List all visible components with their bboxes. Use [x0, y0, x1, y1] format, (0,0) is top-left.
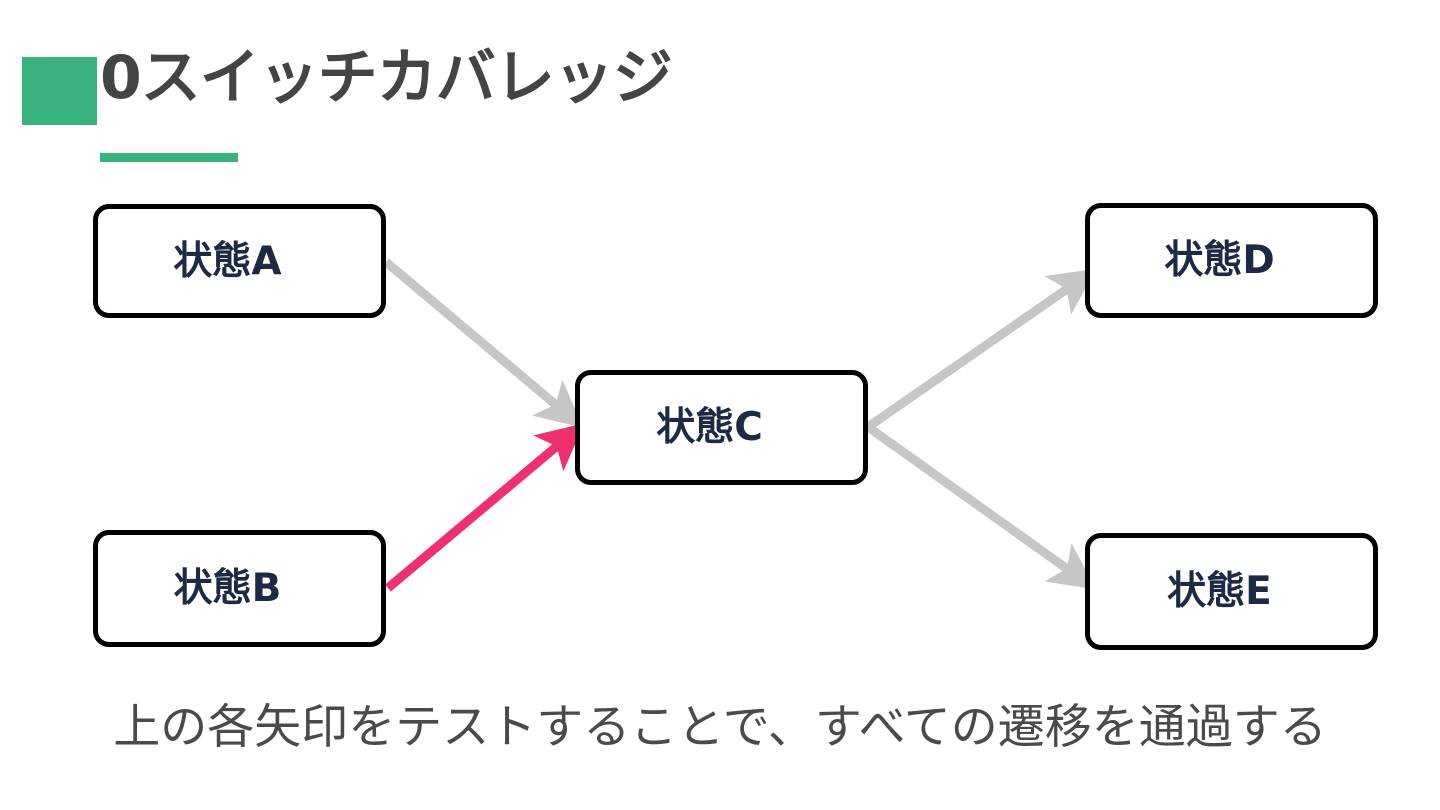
state-node-a-label: 状態A	[173, 238, 282, 284]
state-node-d[interactable]: 状態D	[1085, 203, 1378, 318]
state-node-c-label: 状態C	[656, 405, 763, 450]
state-node-b-label: 状態B	[173, 566, 282, 611]
page-header: 0スイッチカバレッジ	[0, 0, 1440, 180]
title-underline-accent	[100, 153, 238, 162]
edge-b-to-c	[385, 423, 585, 592]
state-node-e[interactable]: 状態E	[1085, 533, 1378, 650]
state-node-e-label: 状態E	[1167, 569, 1272, 614]
state-node-d-label: 状態D	[1164, 238, 1275, 283]
page-title: 0スイッチカバレッジ	[100, 43, 673, 113]
edge-c-to-d	[865, 268, 1097, 431]
diagram-caption: 上の各矢印をテストすることで、すべての遷移を通過する	[113, 700, 1327, 755]
state-node-a[interactable]: 状態A	[93, 204, 386, 318]
edge-c-to-e	[865, 423, 1097, 590]
title-marker-square	[22, 57, 97, 125]
state-node-c[interactable]: 状態C	[575, 370, 868, 485]
state-node-b[interactable]: 状態B	[93, 530, 386, 647]
edge-a-to-c	[383, 258, 584, 428]
